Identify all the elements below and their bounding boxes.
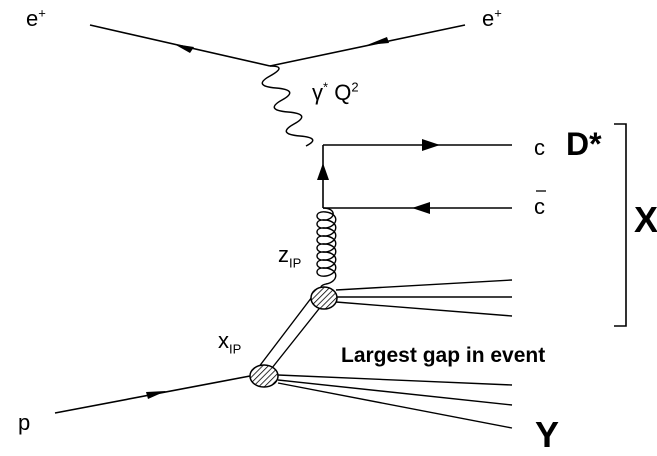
electron-outgoing-arrow	[367, 37, 389, 45]
quark-vertical-arrow	[317, 163, 329, 180]
x-pomeron-label: xIP	[218, 328, 241, 356]
photon-line	[261, 65, 314, 147]
pomeron-vertex-blob	[310, 286, 338, 310]
proton-vertex-blob	[249, 364, 279, 388]
z-pomeron-label: zIP	[278, 242, 301, 270]
z-symbol: z	[278, 242, 289, 267]
proton-label: p	[18, 410, 31, 435]
x-symbol: x	[218, 328, 229, 353]
anticharm-arrow	[412, 202, 430, 214]
charm-label: c	[534, 135, 545, 160]
pomeron-line-a	[257, 292, 316, 369]
positron-sup: +	[494, 5, 502, 21]
gluon-line	[316, 207, 337, 293]
y-system-label: Y	[535, 414, 560, 455]
e-symbol: e	[26, 6, 39, 31]
electron-in-label: e+	[26, 5, 46, 31]
gamma-symbol: γ	[312, 80, 323, 105]
y-fragment-line-1	[277, 374, 513, 386]
x-system-label: X	[634, 199, 657, 240]
q-sup: 2	[351, 79, 359, 95]
photon-label: γ* Q2	[312, 79, 359, 105]
x-sub: IP	[229, 341, 242, 357]
e-symbol: e	[482, 6, 495, 31]
anticharm-label: c	[534, 194, 545, 219]
x-bracket	[614, 123, 627, 327]
pomeron-line-b	[267, 299, 327, 374]
largest-gap-label: Largest gap in event	[341, 344, 546, 367]
dstar-label: D*	[566, 126, 602, 162]
q-symbol: Q	[334, 80, 352, 105]
electron-outgoing-line	[269, 24, 466, 67]
charm-arrow	[422, 139, 440, 151]
electron-out-label: e+	[482, 5, 502, 31]
y-fragment-line-2	[277, 379, 513, 406]
positron-sup: +	[38, 5, 46, 21]
y-fragment-line-3	[277, 382, 513, 429]
proton-arrow	[146, 391, 166, 399]
gamma-star: *	[323, 79, 329, 95]
electron-incoming-arrow	[174, 44, 194, 53]
z-sub: IP	[289, 255, 302, 271]
x-fragment-line-1	[335, 279, 513, 291]
x-fragment-line-3	[335, 301, 513, 317]
